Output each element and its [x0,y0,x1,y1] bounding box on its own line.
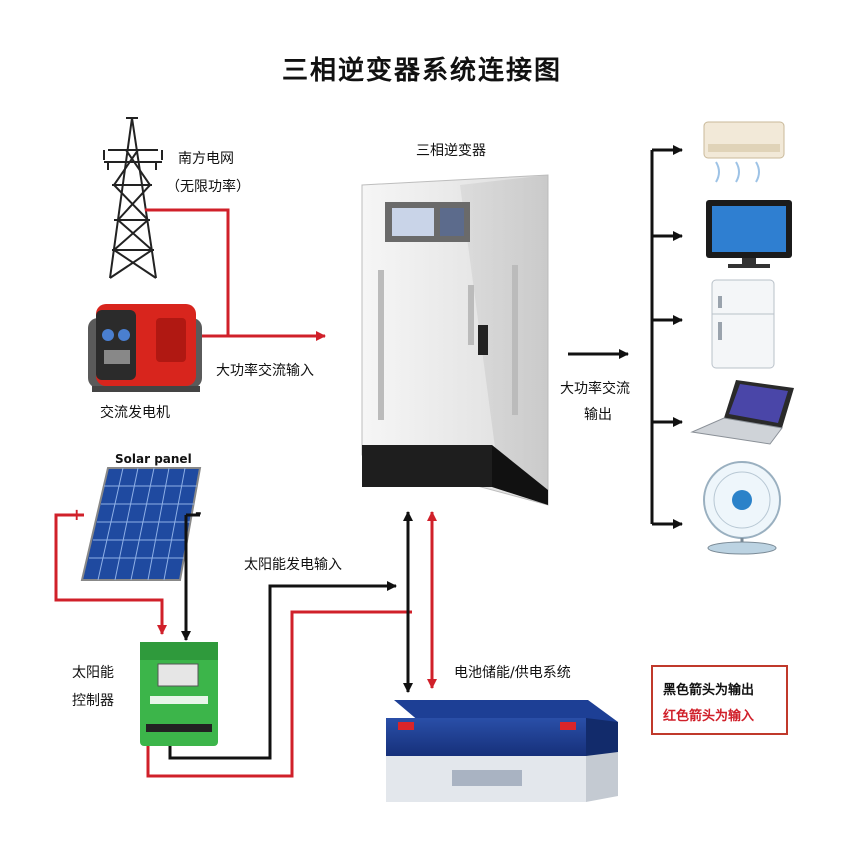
solar-to-controller-red-line [54,513,167,635]
legend-black: 黑色箭头为输出 [663,683,755,698]
generator-icon [88,304,202,392]
diagram-title: 三相逆变器系统连接图 [281,56,562,86]
controller-label-1: 太阳能 [72,665,114,681]
solar-panel-icon [80,467,202,581]
inverter-cabinet-icon [361,174,549,506]
solar-input-label: 太阳能发电输入 [244,557,342,573]
air-conditioner-icon [703,121,785,183]
laptop-icon [690,380,794,445]
output-lines [168,145,683,760]
fridge-icon [711,279,775,369]
inverter-label: 三相逆变器 [416,143,486,159]
battery-icon [386,700,618,802]
battery-label: 电池储能/供电系统 [454,665,571,681]
minus-sign: - [195,503,202,522]
fan-icon [703,461,781,555]
power-tower-icon [103,117,163,279]
grid-label: 南方电网 [178,151,234,167]
input-lines [54,208,437,778]
legend-red: 红色箭头为输入 [663,709,755,724]
solar-panel-label: Solar panel [115,452,192,466]
grid-note-label: （无限功率） [166,179,250,195]
tv-icon [706,200,792,268]
plus-sign: + [70,505,84,524]
solar-to-controller-black-line [186,513,200,640]
ac-output-label-2: 输出 [584,407,612,423]
grid-input-line [145,208,326,341]
controller-to-junction-black-line [168,581,397,760]
controller-label-2: 控制器 [72,693,114,709]
generator-label: 交流发电机 [100,405,170,421]
controller-to-junction-red-line [146,610,412,778]
solar-controller-icon [140,642,218,746]
ac-input-label: 大功率交流输入 [216,363,314,379]
ac-output-label-1: 大功率交流 [560,381,630,397]
legend-box: 黑色箭头为输出 红色箭头为输入 [651,665,788,735]
